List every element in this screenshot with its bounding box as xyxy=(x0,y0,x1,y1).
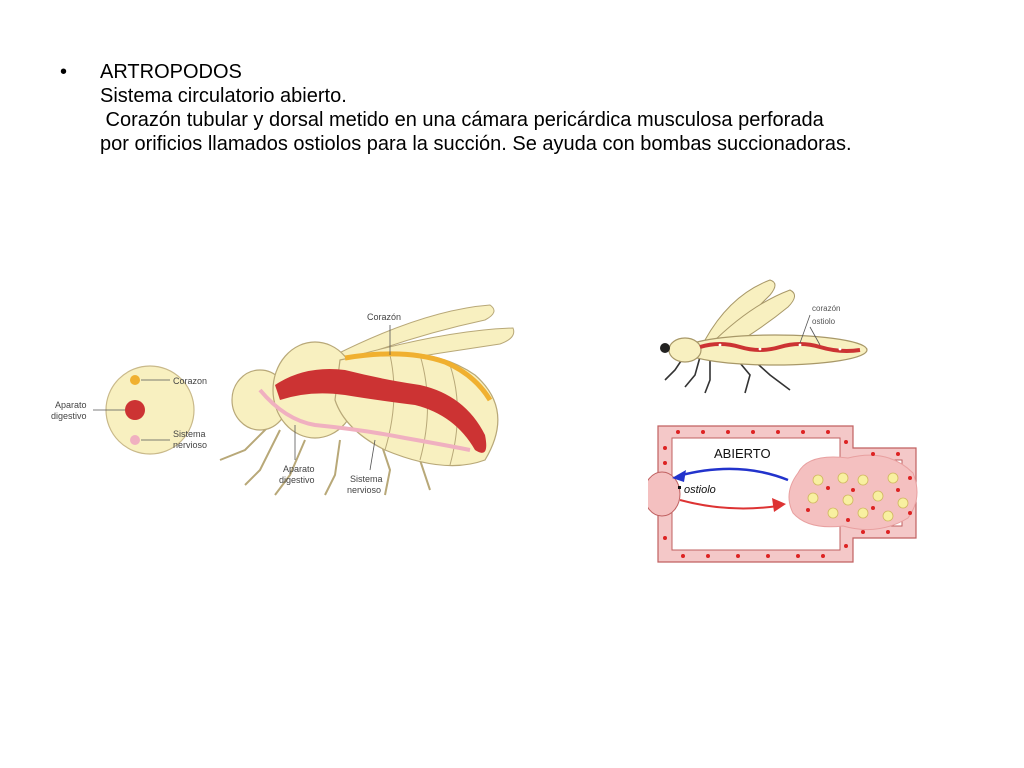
cross-section-digestive xyxy=(125,400,145,420)
body-label-digestive-2: digestivo xyxy=(279,475,315,485)
cs-label-nervous-2: nervioso xyxy=(173,440,207,450)
cross-section-nervous xyxy=(130,435,140,445)
insect-digestive-tract xyxy=(275,369,487,453)
tissue-sinus xyxy=(788,454,918,531)
slide-subtitle: Sistema circulatorio abierto. xyxy=(100,85,347,107)
body-label-heart: Corazón xyxy=(367,312,401,322)
fly-dorsal-heart xyxy=(699,342,861,353)
open-heart xyxy=(648,471,681,517)
slide-title: ARTROPODOS xyxy=(100,61,242,83)
open-system-figure: ABIERTO ostiolo xyxy=(648,425,918,563)
fly-label-heart: corazón xyxy=(812,304,840,313)
slide-body-line-2: por orificios llamados ostiolos para la … xyxy=(100,133,852,155)
slide-body-line-1: Corazón tubular y dorsal metido en una c… xyxy=(100,109,824,131)
slide-text: • ARTROPODOS Sistema circulatorio abiert… xyxy=(60,60,980,156)
open-system-ostiole-label: ostiolo xyxy=(684,484,716,496)
open-system-title: ABIERTO xyxy=(714,446,771,461)
insect-nervous-cord xyxy=(258,388,471,452)
body-label-nervous-2: nervioso xyxy=(347,485,381,495)
cs-label-digestive-2: digestivo xyxy=(51,411,87,421)
body-label-digestive-1: Aparato xyxy=(283,464,315,474)
fly-label-ostiole: ostiolo xyxy=(812,317,836,326)
bullet-icon: • xyxy=(60,61,68,83)
outflow-arrow xyxy=(679,499,779,510)
insect-circulatory-figure: Corazon Aparato digestivo Sistema nervio… xyxy=(51,304,515,496)
insect-heart xyxy=(344,351,493,402)
cross-section-diagram: Corazon Aparato digestivo Sistema nervio… xyxy=(51,365,207,455)
cross-section-heart xyxy=(130,375,140,385)
body-label-nervous-1: Sistema xyxy=(350,474,383,484)
insect-body-diagram: Corazón Aparato digestivo Sistema nervio… xyxy=(219,304,515,496)
cs-label-digestive-1: Aparato xyxy=(55,400,87,410)
cs-label-heart: Corazon xyxy=(173,376,207,386)
bullet-item: • ARTROPODOS Sistema circulatorio abiert… xyxy=(60,60,980,156)
fly-heart-figure: corazón ostiolo xyxy=(660,279,868,394)
return-flow-arrow xyxy=(677,467,789,482)
cs-label-nervous-1: Sistema xyxy=(173,429,206,439)
